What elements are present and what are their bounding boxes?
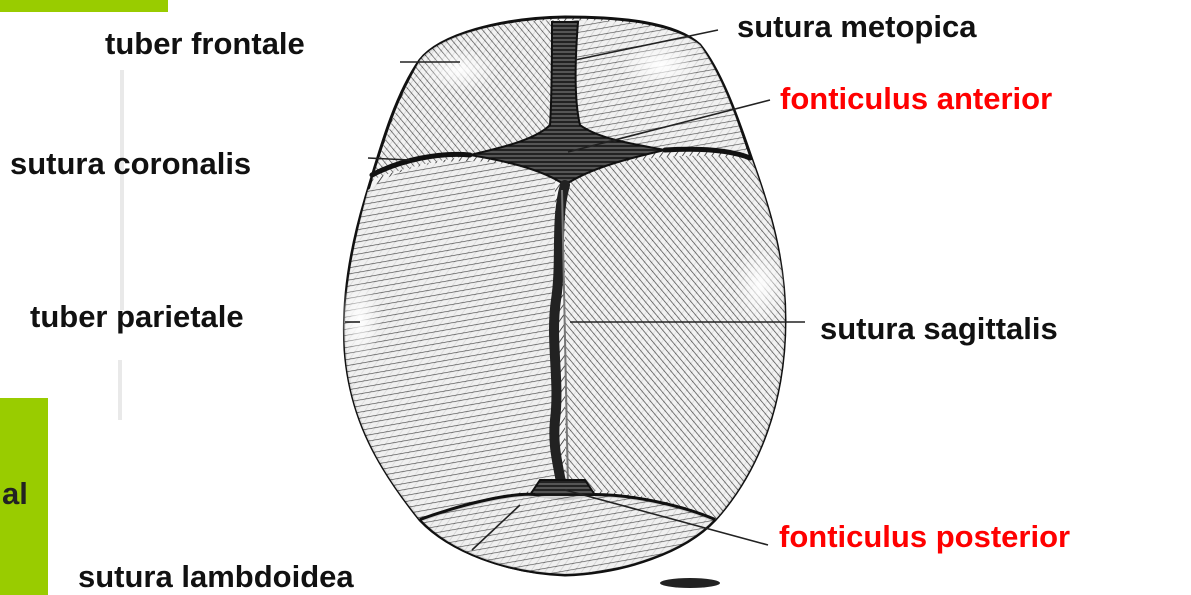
label-fonticulus-anterior: fonticulus anterior: [780, 83, 1052, 114]
tuber-frontale-highlight-right: [620, 43, 700, 87]
label-sutura-metopica: sutura metopica: [737, 11, 976, 42]
tuber-frontale-highlight-left: [422, 48, 498, 92]
label-sutura-coronalis: sutura coronalis: [10, 148, 251, 179]
label-tuber-frontale: tuber frontale: [105, 28, 305, 59]
label-tuber-parietale: tuber parietale: [30, 301, 244, 332]
label-sutura-lambdoidea: sutura lambdoidea: [78, 561, 354, 592]
label-sutura-sagittalis: sutura sagittalis: [820, 313, 1058, 344]
tuber-parietale-highlight-right: [734, 245, 786, 325]
right-parietal: [565, 156, 785, 520]
occipital-bone: [420, 495, 715, 575]
tuber-parietale-highlight-left: [338, 280, 382, 360]
label-fonticulus-posterior: fonticulus posterior: [779, 521, 1070, 552]
